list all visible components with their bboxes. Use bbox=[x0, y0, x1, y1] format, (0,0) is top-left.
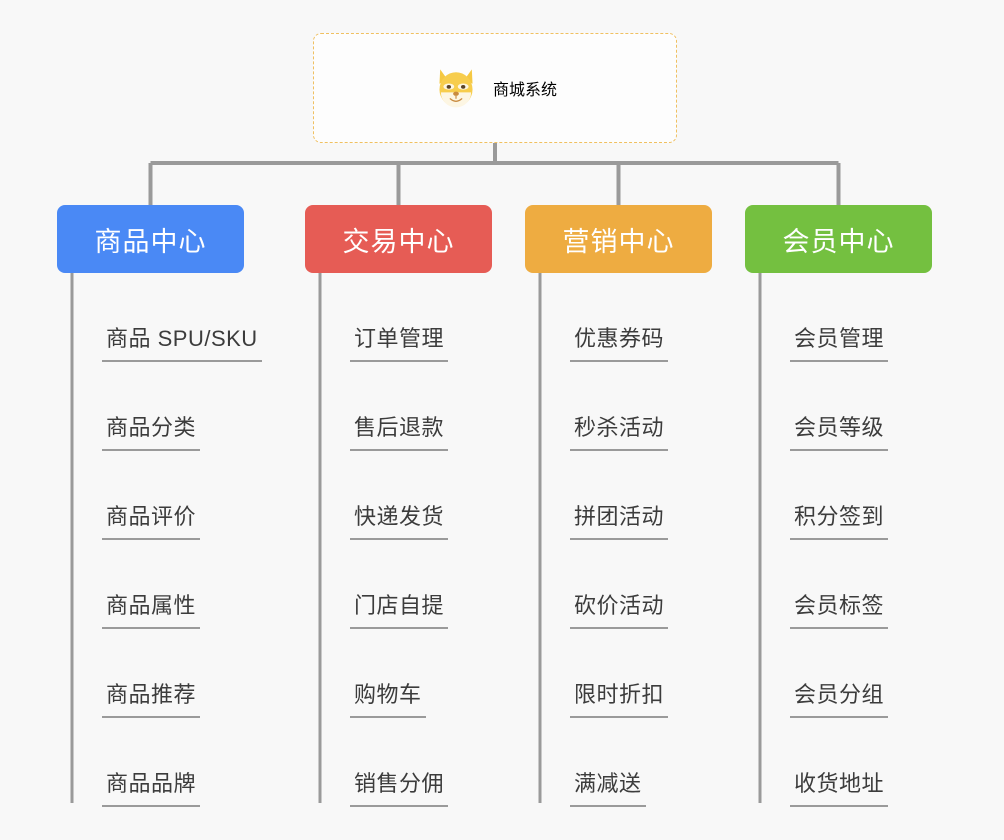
category-node-marketing-center[interactable]: 营销中心 bbox=[525, 205, 712, 273]
leaf-item-label: 限时折扣 bbox=[570, 677, 669, 718]
leaf-list: 订单管理售后退款快递发货门店自提购物车销售分佣 bbox=[350, 273, 492, 807]
leaf-item-label: 会员管理 bbox=[790, 321, 889, 362]
leaf-item[interactable]: 会员等级 bbox=[790, 362, 932, 451]
leaf-item-label: 会员等级 bbox=[790, 410, 889, 451]
leaf-item[interactable]: 快递发货 bbox=[350, 451, 492, 540]
leaf-item[interactable]: 商品分类 bbox=[102, 362, 244, 451]
leaf-item[interactable]: 购物车 bbox=[350, 629, 492, 718]
leaf-item[interactable]: 秒杀活动 bbox=[570, 362, 712, 451]
leaf-item-label: 订单管理 bbox=[350, 321, 449, 362]
leaf-item[interactable]: 满减送 bbox=[570, 718, 712, 807]
category-node-label: 交易中心 bbox=[342, 226, 455, 257]
leaf-item[interactable]: 砍价活动 bbox=[570, 540, 712, 629]
category-column-member-center: 会员中心会员管理会员等级积分签到会员标签会员分组收货地址 bbox=[745, 205, 932, 807]
leaf-item-label: 商品推荐 bbox=[102, 677, 201, 718]
root-title: 商城系统 bbox=[492, 82, 557, 99]
leaf-item-label: 购物车 bbox=[350, 677, 426, 718]
leaf-item-label: 商品 SPU/SKU bbox=[102, 321, 262, 362]
category-column-trade-center: 交易中心订单管理售后退款快递发货门店自提购物车销售分佣 bbox=[305, 205, 492, 807]
leaf-item[interactable]: 商品推荐 bbox=[102, 629, 244, 718]
leaf-item-label: 商品品牌 bbox=[102, 766, 201, 807]
leaf-item-label: 优惠券码 bbox=[570, 321, 669, 362]
leaf-item-label: 积分签到 bbox=[790, 499, 889, 540]
leaf-item-label: 销售分佣 bbox=[350, 766, 449, 807]
leaf-item[interactable]: 门店自提 bbox=[350, 540, 492, 629]
leaf-item-label: 会员标签 bbox=[790, 588, 889, 629]
leaf-item-label: 门店自提 bbox=[350, 588, 449, 629]
leaf-item-label: 快递发货 bbox=[350, 499, 449, 540]
leaf-item-label: 收货地址 bbox=[790, 766, 889, 807]
category-node-product-center[interactable]: 商品中心 bbox=[57, 205, 244, 273]
leaf-item[interactable]: 商品 SPU/SKU bbox=[102, 273, 262, 362]
leaf-list: 会员管理会员等级积分签到会员标签会员分组收货地址 bbox=[790, 273, 932, 807]
root-node[interactable]: 商城系统 bbox=[313, 33, 677, 143]
leaf-item[interactable]: 优惠券码 bbox=[570, 273, 712, 362]
leaf-item-label: 商品评价 bbox=[102, 499, 201, 540]
leaf-item-label: 满减送 bbox=[570, 766, 646, 807]
category-node-label: 营销中心 bbox=[562, 226, 675, 257]
leaf-item[interactable]: 拼团活动 bbox=[570, 451, 712, 540]
leaf-item[interactable]: 订单管理 bbox=[350, 273, 492, 362]
leaf-item-label: 拼团活动 bbox=[570, 499, 669, 540]
category-node-member-center[interactable]: 会员中心 bbox=[745, 205, 932, 273]
leaf-item[interactable]: 商品评价 bbox=[102, 451, 244, 540]
category-node-trade-center[interactable]: 交易中心 bbox=[305, 205, 492, 273]
leaf-item-label: 砍价活动 bbox=[570, 588, 669, 629]
leaf-item[interactable]: 收货地址 bbox=[790, 718, 932, 807]
leaf-item[interactable]: 售后退款 bbox=[350, 362, 492, 451]
leaf-item[interactable]: 商品属性 bbox=[102, 540, 244, 629]
category-column-marketing-center: 营销中心优惠券码秒杀活动拼团活动砍价活动限时折扣满减送 bbox=[525, 205, 712, 807]
leaf-list: 优惠券码秒杀活动拼团活动砍价活动限时折扣满减送 bbox=[570, 273, 712, 807]
leaf-item-label: 商品属性 bbox=[102, 588, 201, 629]
leaf-list: 商品 SPU/SKU 商品分类商品评价商品属性商品推荐商品品牌 bbox=[102, 273, 262, 807]
leaf-item[interactable]: 限时折扣 bbox=[570, 629, 712, 718]
leaf-item-label: 会员分组 bbox=[790, 677, 889, 718]
leaf-item[interactable]: 商品品牌 bbox=[102, 718, 244, 807]
leaf-item[interactable]: 会员分组 bbox=[790, 629, 932, 718]
leaf-item[interactable]: 会员标签 bbox=[790, 540, 932, 629]
leaf-item-label: 售后退款 bbox=[350, 410, 449, 451]
leaf-item[interactable]: 积分签到 bbox=[790, 451, 932, 540]
leaf-item-label: 商品分类 bbox=[102, 410, 201, 451]
leaf-item[interactable]: 会员管理 bbox=[790, 273, 932, 362]
leaf-item-label: 秒杀活动 bbox=[570, 410, 669, 451]
category-node-label: 会员中心 bbox=[782, 226, 895, 257]
category-node-label: 商品中心 bbox=[94, 226, 207, 257]
shiba-dog-face-icon bbox=[439, 69, 473, 108]
category-column-product-center: 商品中心商品 SPU/SKU 商品分类商品评价商品属性商品推荐商品品牌 bbox=[57, 205, 262, 807]
leaf-item[interactable]: 销售分佣 bbox=[350, 718, 492, 807]
